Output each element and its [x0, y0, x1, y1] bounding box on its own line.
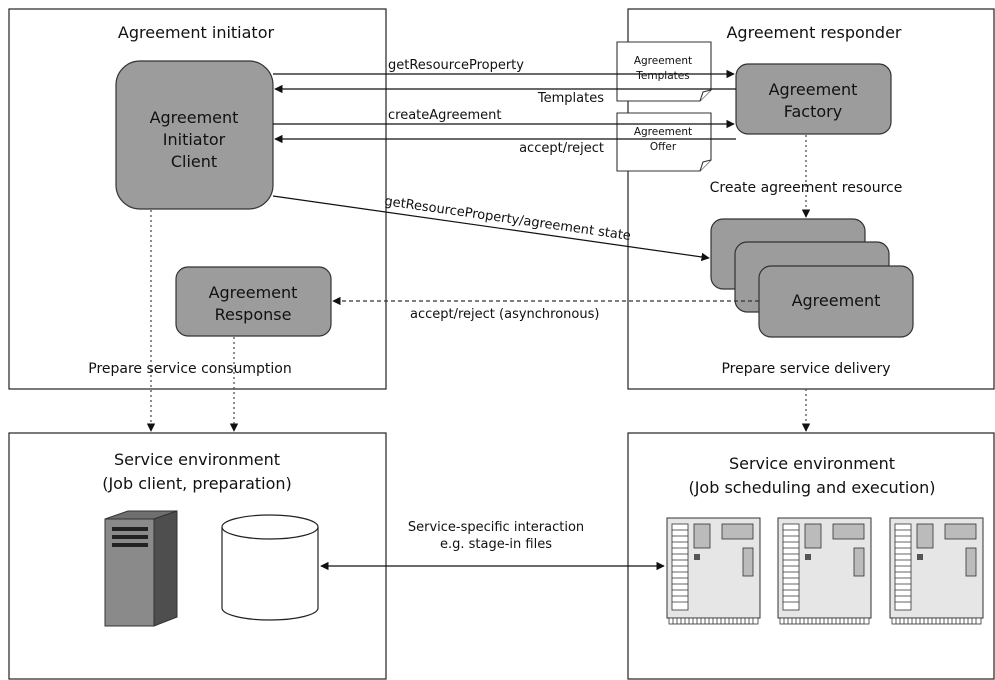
offer-doc-line2: Offer [650, 141, 677, 153]
agreement-offer-document: Agreement Offer [616, 112, 712, 172]
env-left-title-line1: Service environment [114, 450, 280, 469]
env-left-title-line2: (Job client, preparation) [102, 474, 292, 493]
responder-footer-label: Prepare service delivery [721, 361, 890, 377]
templates-label: Templates [537, 91, 604, 106]
templates-doc-line2: Templates [635, 70, 689, 82]
env-right-title-line2: (Job scheduling and execution) [688, 478, 935, 497]
compute-node-icon-3 [889, 517, 984, 625]
agreement-response-label-line1: Agreement [209, 283, 298, 302]
agreement-label: Agreement [792, 291, 881, 310]
accept-reject-label: accept/reject [519, 141, 604, 156]
initiator-client-label-line3: Client [171, 152, 217, 171]
service-env-left-panel [8, 432, 387, 680]
agreement-response-label-line2: Response [215, 305, 292, 324]
get-state-arrow [272, 195, 710, 262]
interaction-label-line1: Service-specific interaction [408, 520, 584, 535]
server-tower-icon [104, 510, 178, 627]
agreement-response-box [175, 266, 332, 337]
agreement-templates-document: Agreement Templates [616, 41, 712, 102]
database-cylinder-icon [221, 514, 319, 621]
initiator-client-label-line1: Agreement [150, 108, 239, 127]
initiator-client-label-line2: Initiator [163, 130, 226, 149]
interaction-label-line2: e.g. stage-in files [440, 537, 552, 552]
create-agreement-label: createAgreement [388, 108, 501, 123]
env-right-title-line1: Service environment [729, 454, 895, 473]
templates-doc-line1: Agreement [634, 55, 692, 67]
initiator-footer-label: Prepare service consumption [88, 361, 291, 377]
agreement-factory-box [735, 63, 892, 135]
get-state-label: getResourceProperty/agreement state [383, 194, 631, 244]
responder-title: Agreement responder [726, 23, 901, 42]
offer-doc-line1: Agreement [634, 126, 692, 138]
initiator-title: Agreement initiator [118, 23, 275, 42]
compute-node-icon-2 [777, 517, 872, 625]
compute-node-icon-1 [666, 517, 761, 625]
accept-reject-async-label: accept/reject (asynchronous) [410, 307, 599, 322]
get-resource-property-label: getResourceProperty [388, 58, 524, 73]
agreement-factory-label-line1: Agreement [769, 80, 858, 99]
initiator-client-box [115, 60, 274, 210]
agreement-factory-label-line2: Factory [784, 102, 842, 121]
create-resource-label: Create agreement resource [710, 180, 903, 196]
